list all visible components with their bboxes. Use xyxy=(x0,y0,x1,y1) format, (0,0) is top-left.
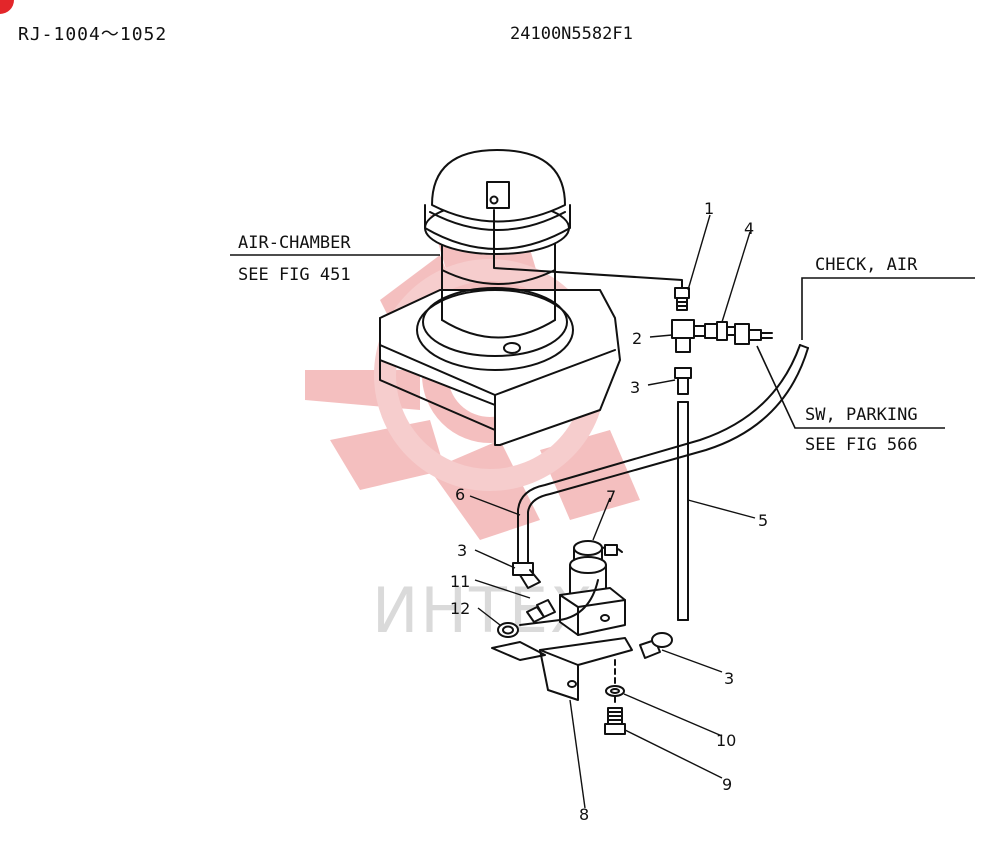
callout-3-left: 3 xyxy=(457,541,467,560)
bracket-8 xyxy=(491,637,633,701)
model-range: RJ-1004～1052 xyxy=(18,24,168,45)
callouts: 1 2 3 3 3 3 4 5 6 7 8 9 10 11 12 xyxy=(450,199,768,824)
ref-check-air: CHECK, AIR xyxy=(801,255,975,340)
air-chamber-see: SEE FIG 451 xyxy=(238,265,351,285)
callout-10: 10 xyxy=(716,731,736,750)
washer-10 xyxy=(605,685,625,697)
sw-parking-see: SEE FIG 566 xyxy=(805,435,918,455)
fitting-1 xyxy=(674,287,690,311)
callout-8: 8 xyxy=(579,805,589,824)
callout-7: 7 xyxy=(606,487,616,506)
callout-2: 2 xyxy=(632,329,642,348)
callout-4: 4 xyxy=(744,219,754,238)
air-chamber-drawing xyxy=(379,149,621,446)
fitting-3-right xyxy=(639,632,673,659)
tube-6 xyxy=(517,344,809,566)
drawing-number: 24100N5582F1 xyxy=(510,24,633,44)
air-chamber-title: AIR-CHAMBER xyxy=(238,233,351,253)
fitting-3-left xyxy=(512,562,541,589)
ref-sw-parking: SW, PARKING SEE FIG 566 xyxy=(756,345,945,455)
callout-3-right: 3 xyxy=(724,669,734,688)
watermark-logo: ИНТЕХ xyxy=(305,215,640,647)
ref-air-chamber: AIR-CHAMBER SEE FIG 451 xyxy=(230,233,440,285)
callout-12: 12 xyxy=(450,599,470,618)
bolt-9 xyxy=(604,707,626,735)
fitting-4 xyxy=(704,321,736,341)
callout-11: 11 xyxy=(450,572,470,591)
grommet-12 xyxy=(497,622,519,638)
tee-fitting-2 xyxy=(671,319,706,353)
solenoid-valve-7 xyxy=(519,540,626,636)
air-line-chamber xyxy=(493,209,683,291)
tube-5 xyxy=(677,401,689,621)
callout-6: 6 xyxy=(455,485,465,504)
parking-switch xyxy=(734,323,773,345)
check-air-title: CHECK, AIR xyxy=(815,255,918,275)
callout-3-upper: 3 xyxy=(630,378,640,397)
callout-5: 5 xyxy=(758,511,768,530)
callout-9: 9 xyxy=(722,775,732,794)
fitting-3-upper xyxy=(674,367,692,395)
callout-1: 1 xyxy=(704,199,714,218)
sw-parking-title: SW, PARKING xyxy=(805,405,918,425)
fitting-11 xyxy=(526,599,556,623)
